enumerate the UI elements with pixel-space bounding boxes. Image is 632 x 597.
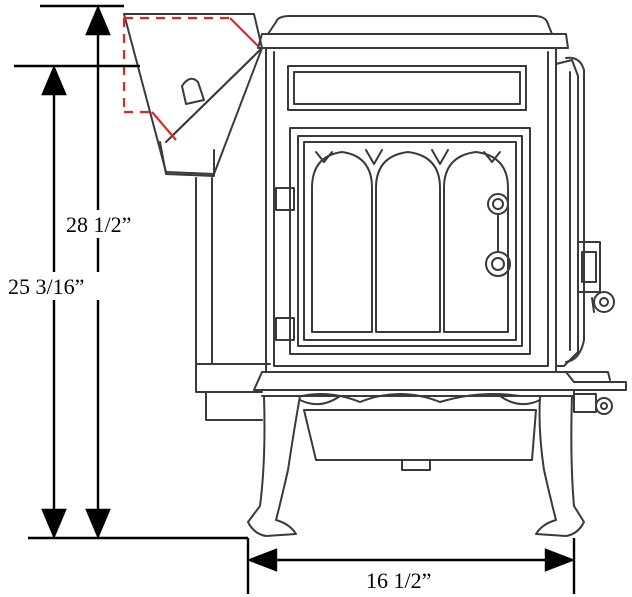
stove-door xyxy=(275,127,531,355)
label-height-flue-rear: 25 3/16” xyxy=(8,274,84,299)
stove-top xyxy=(257,15,569,49)
stove-base xyxy=(253,371,627,397)
ash-pan xyxy=(303,409,537,471)
triangle-arrow-icon xyxy=(544,548,576,572)
dimension-height-flue-rear xyxy=(41,64,67,540)
triangle-arrow-icon xyxy=(41,508,67,540)
triangle-arrow-icon xyxy=(246,548,278,572)
flue-collar xyxy=(123,13,263,177)
stove-side-controls xyxy=(555,56,615,415)
flue-cut-marker xyxy=(122,16,259,141)
triangle-arrow-icon xyxy=(85,508,111,540)
dimension-labels: 28 1/2” 25 3/16” 16 1/2” xyxy=(8,210,458,594)
stove-cabinet xyxy=(265,47,557,373)
label-height-flue-top: 28 1/2” xyxy=(66,212,131,237)
dimension-width-legs xyxy=(246,548,576,572)
stove-rear-body xyxy=(195,177,271,421)
stove-legs xyxy=(247,393,585,537)
triangle-arrow-icon xyxy=(41,64,67,96)
dimension-annotations xyxy=(14,4,576,594)
dimension-height-flue-top xyxy=(85,4,111,540)
triangle-arrow-icon xyxy=(85,4,111,36)
label-width-legs: 16 1/2” xyxy=(366,568,431,593)
stove-illustration xyxy=(123,13,627,537)
